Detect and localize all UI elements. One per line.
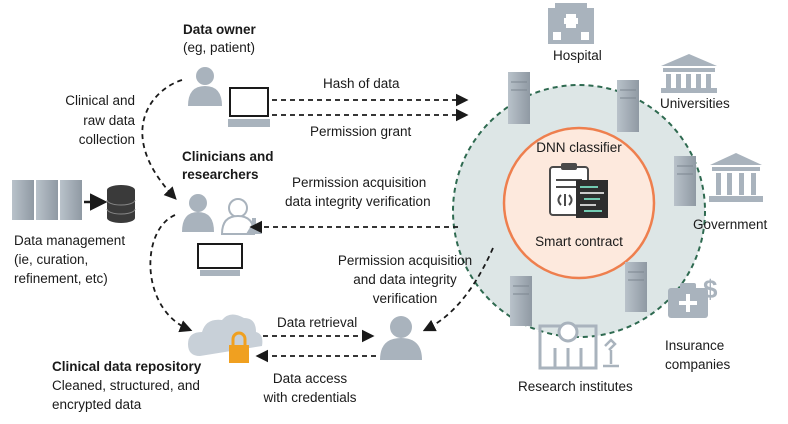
collection-label-2: raw data <box>83 113 135 128</box>
data-owner-icon <box>188 67 270 127</box>
lock-icon <box>229 345 249 363</box>
server-icon <box>617 80 639 132</box>
smart-contract-label: Smart contract <box>535 234 623 249</box>
hospital-label: Hospital <box>553 48 602 63</box>
repository-title: Clinical data repository <box>52 359 202 374</box>
server-icon <box>625 262 647 312</box>
edges <box>141 79 494 363</box>
verifier-icon <box>380 316 422 360</box>
data-management-line1: Data management <box>14 233 126 248</box>
research-institutes-label: Research institutes <box>518 379 633 394</box>
university-icon <box>661 54 717 93</box>
data-retrieval-label: Data retrieval <box>277 315 358 330</box>
data-management-line3: refinement, etc) <box>14 271 108 286</box>
permission-grant-label: Permission grant <box>310 124 412 139</box>
verify2-label-3: verification <box>372 291 438 306</box>
verify-label-1: Permission acquisition <box>292 175 427 190</box>
repository-line1: Cleaned, structured, and <box>52 378 200 393</box>
collection-label-3: collection <box>78 132 135 147</box>
verify2-label-2: and data integrity <box>353 272 457 287</box>
repository-line2: encrypted data <box>52 397 142 412</box>
verify2-label-1: Permission acquisition <box>337 253 473 268</box>
collection-label-1: Clinical and <box>65 93 135 108</box>
collection-arrow <box>141 79 183 200</box>
hash-label: Hash of data <box>323 76 400 91</box>
clinicians-icon <box>182 194 262 276</box>
universities-label: Universities <box>660 96 730 111</box>
smart-contract-icon <box>549 163 608 218</box>
server-icon <box>674 156 696 206</box>
data-management-line2: (ie, curation, <box>14 252 89 267</box>
data-management-servers <box>12 180 136 223</box>
clinicians-title-1: Clinicians and <box>182 149 274 164</box>
dnn-classifier-label: DNN classifier <box>536 140 622 155</box>
ring-servers <box>508 72 696 326</box>
management-arrow <box>149 214 193 333</box>
data-access-label-2: with credentials <box>263 390 357 405</box>
verify2-arrow <box>422 247 494 332</box>
server-icon <box>510 276 532 326</box>
svg-text:$: $ <box>703 274 718 304</box>
data-owner-subtitle: (eg, patient) <box>183 40 256 55</box>
government-label: Government <box>693 217 768 232</box>
verify-label-2: data integrity verification <box>285 194 431 209</box>
insurance-icon: $ <box>668 274 718 318</box>
research-institute-icon <box>538 321 619 370</box>
clinicians-title-2: researchers <box>182 167 259 182</box>
data-owner-title: Data owner <box>183 22 256 37</box>
hospital-icon <box>548 3 594 44</box>
server-icon <box>508 72 530 124</box>
insurance-label-1: Insurance <box>665 338 725 353</box>
government-icon <box>709 153 763 202</box>
insurance-label-2: companies <box>665 357 731 372</box>
data-access-label-1: Data access <box>272 371 348 386</box>
repository-icon <box>188 314 263 363</box>
